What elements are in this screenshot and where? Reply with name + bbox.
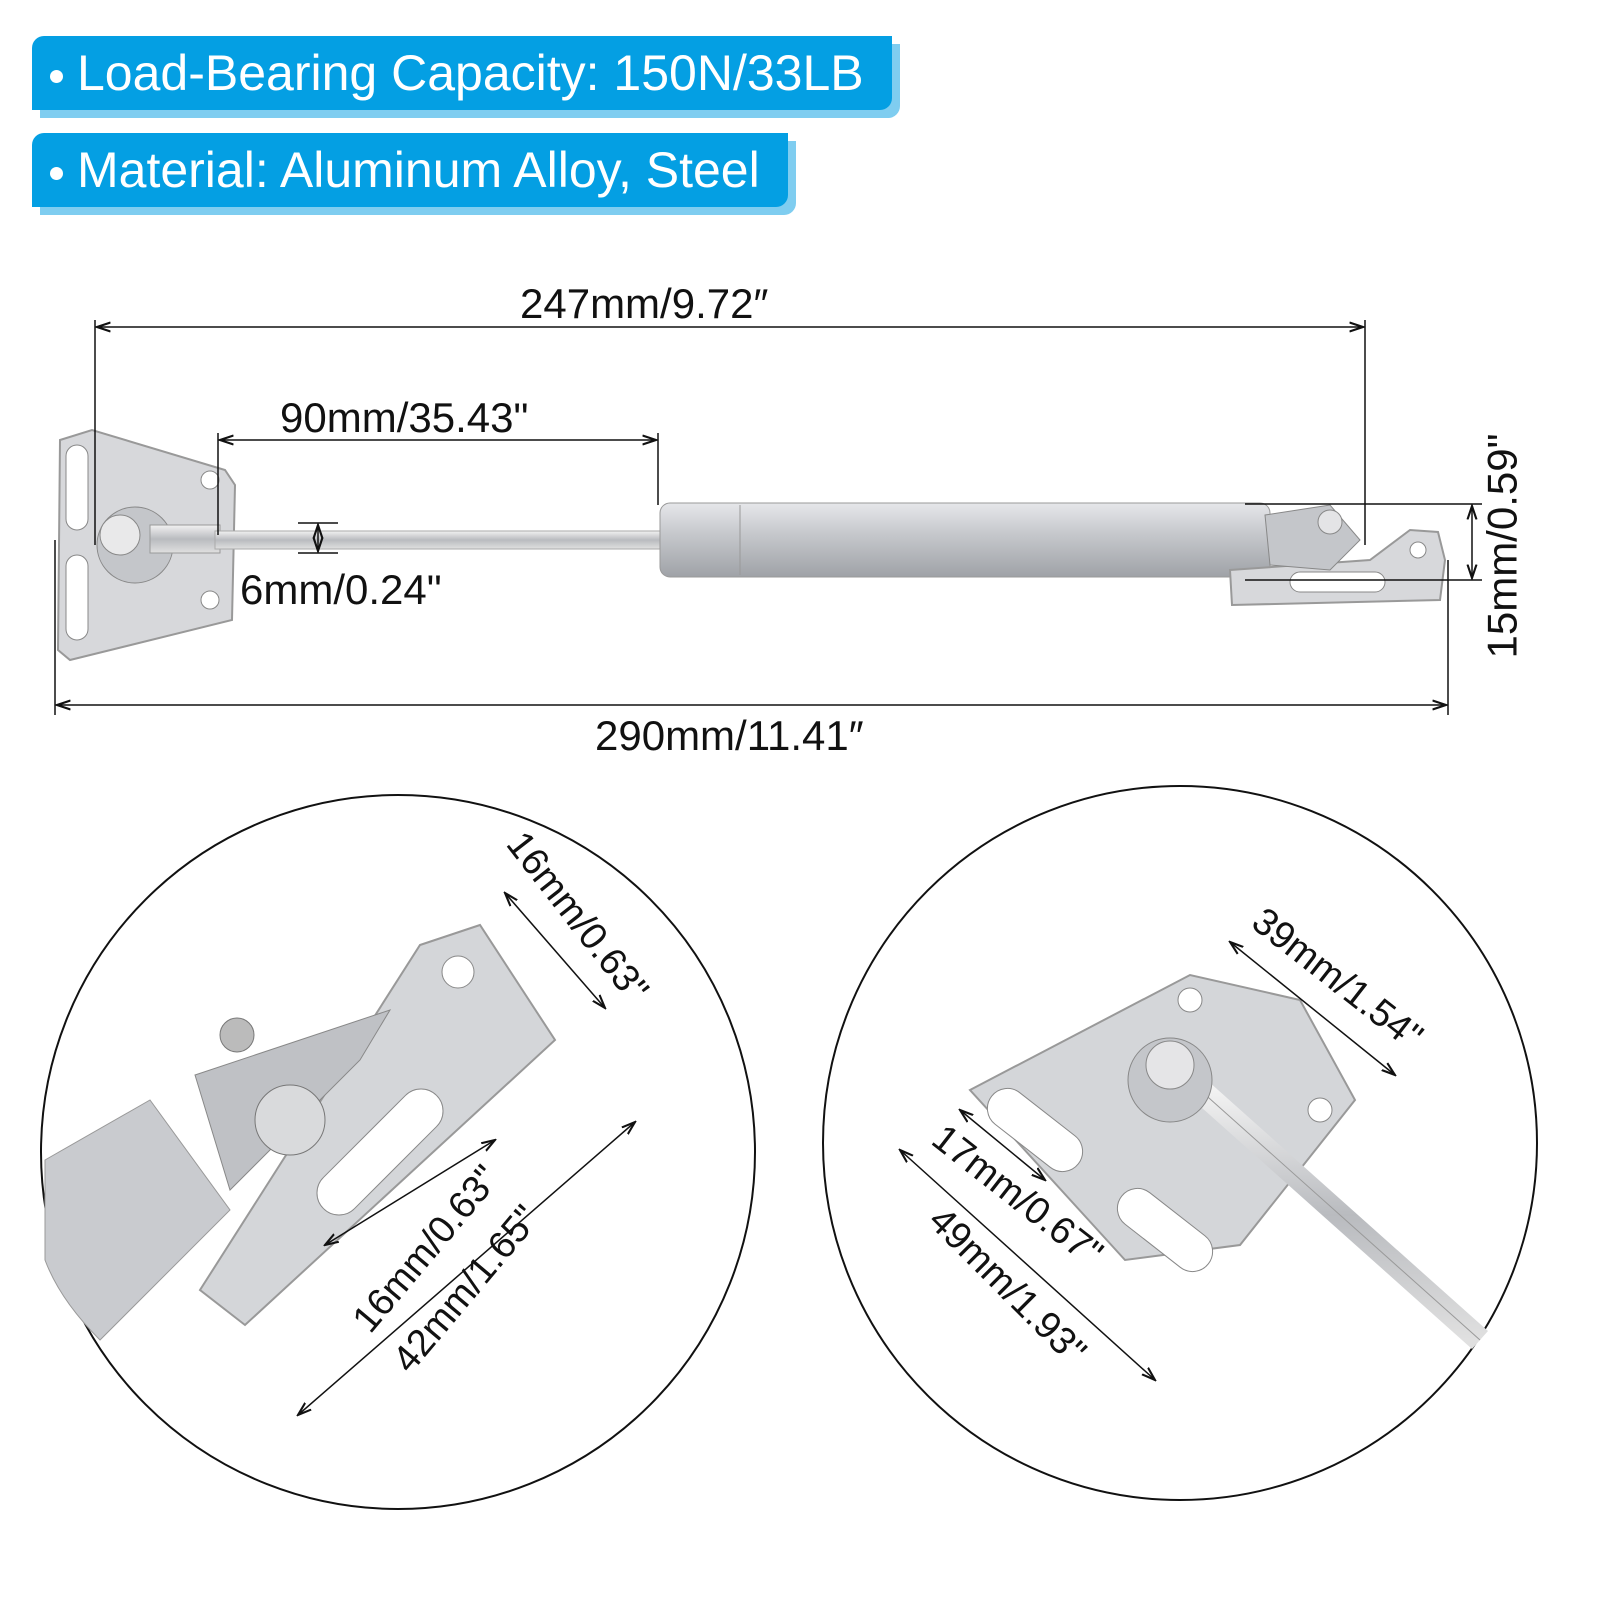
piston-rod xyxy=(214,530,661,550)
bullet-icon xyxy=(50,167,63,181)
stroke-label: 90mm/35.43" xyxy=(280,394,529,441)
mounting-span-label: 247mm/9.72″ xyxy=(520,280,769,327)
cylinder-body xyxy=(659,502,1271,578)
rod-diameter-label: 6mm/0.24" xyxy=(240,566,442,613)
rod-end xyxy=(149,524,221,554)
right-mounting-bracket xyxy=(1228,504,1447,607)
detail-dimension-lines xyxy=(298,893,1395,1415)
total-length-label: 290mm/11.41″ xyxy=(595,712,864,759)
left-mounting-plate xyxy=(56,428,237,662)
material-badge: Material: Aluminum Alloy, Steel xyxy=(32,133,788,207)
body-height-label: 15mm/0.59" xyxy=(1478,433,1526,659)
bullet-icon xyxy=(50,70,63,84)
dimension-lines xyxy=(54,320,1482,715)
load-capacity-text: Load-Bearing Capacity: 150N/33LB xyxy=(77,45,864,101)
load-capacity-badge: Load-Bearing Capacity: 150N/33LB xyxy=(32,36,892,110)
material-text: Material: Aluminum Alloy, Steel xyxy=(77,142,760,198)
